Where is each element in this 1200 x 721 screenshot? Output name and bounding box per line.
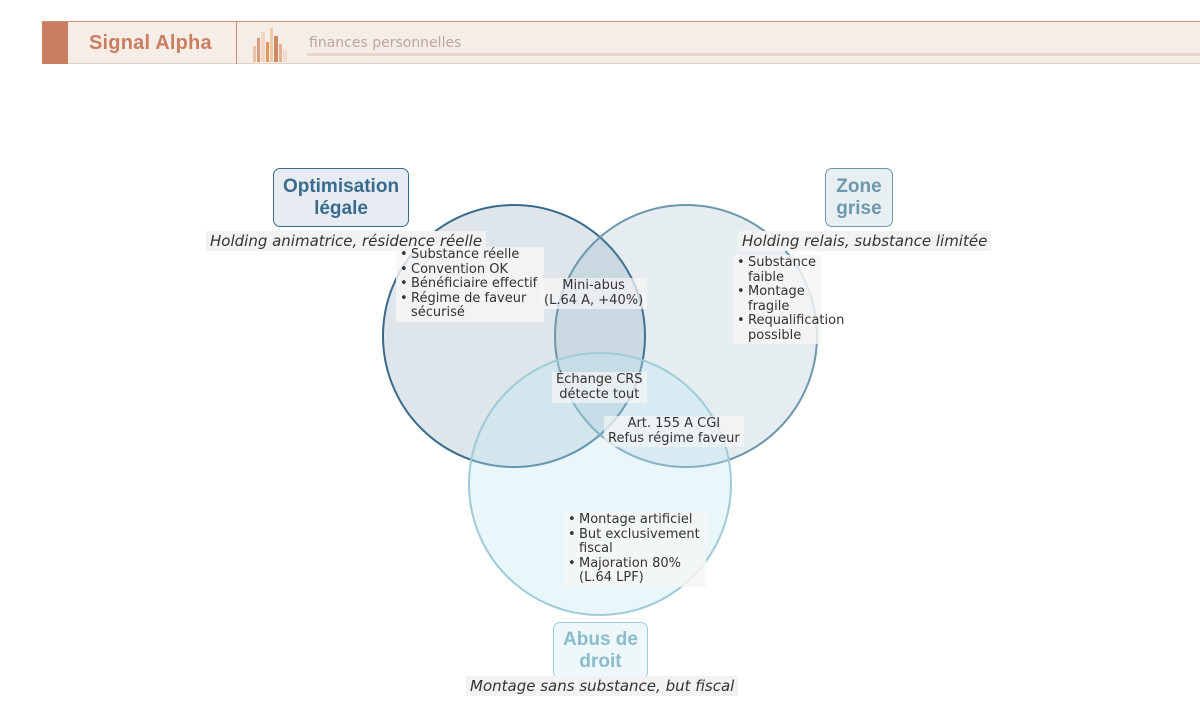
- bar-chart-icon: [253, 28, 287, 62]
- set-title-abus-de-droit: Abus de droit: [553, 622, 648, 679]
- overlap-label-all: Échange CRS détecte tout: [552, 372, 647, 403]
- set-items-optimisation-legale: Substance réelle Convention OK Bénéficia…: [396, 247, 544, 322]
- set-title-optimisation-legale: Optimisation légale: [273, 168, 409, 227]
- overlap-line: (L.64 A, +40%): [544, 292, 644, 308]
- set-items-zone-grise: Substance faible Montage fragile Requali…: [733, 255, 844, 344]
- set-caption-optimisation-legale: Holding animatrice, résidence réelle: [206, 231, 487, 251]
- overlap-line: Art. 155 A CGI: [627, 416, 721, 431]
- overlap-line: Refus régime faveur: [608, 430, 740, 446]
- list-item: Requalification possible: [737, 313, 844, 343]
- app-header: Signal Alpha finances personnelles: [42, 21, 1200, 64]
- overlap-line: Échange CRS: [556, 372, 643, 387]
- overlap-line: Mini-abus: [562, 278, 625, 293]
- list-item: Montage artificiel: [568, 512, 702, 528]
- list-item: Substance faible: [737, 255, 817, 285]
- tagline-rule: [307, 53, 1200, 56]
- set-caption-abus-de-droit: Montage sans substance, but fiscal: [466, 676, 739, 696]
- brand-swatch: [42, 22, 68, 64]
- list-item: Majoration 80% (L.64 LPF): [568, 556, 702, 586]
- brand-name[interactable]: Signal Alpha: [89, 32, 212, 54]
- tagline: finances personnelles: [309, 35, 462, 51]
- overlap-line: détecte tout: [559, 386, 640, 402]
- list-item: Régime de faveur sécurisé: [400, 291, 540, 321]
- list-item: Substance réelle: [400, 247, 540, 263]
- set-title-zone-grise: Zone grise: [825, 168, 893, 227]
- overlap-label-grey-abuse: Art. 155 A CGI Refus régime faveur: [604, 416, 744, 447]
- list-item: Convention OK: [400, 262, 540, 278]
- list-item: Montage fragile: [737, 284, 817, 314]
- list-item: But exclusivement fiscal: [568, 527, 702, 557]
- set-caption-zone-grise: Holding relais, substance limitée: [738, 231, 992, 251]
- header-divider: [236, 22, 237, 64]
- overlap-label-legal-grey: Mini-abus (L.64 A, +40%): [540, 278, 648, 309]
- set-items-abus-de-droit: Montage artificiel But exclusivement fis…: [564, 512, 706, 587]
- list-item: Bénéficiaire effectif: [400, 276, 540, 292]
